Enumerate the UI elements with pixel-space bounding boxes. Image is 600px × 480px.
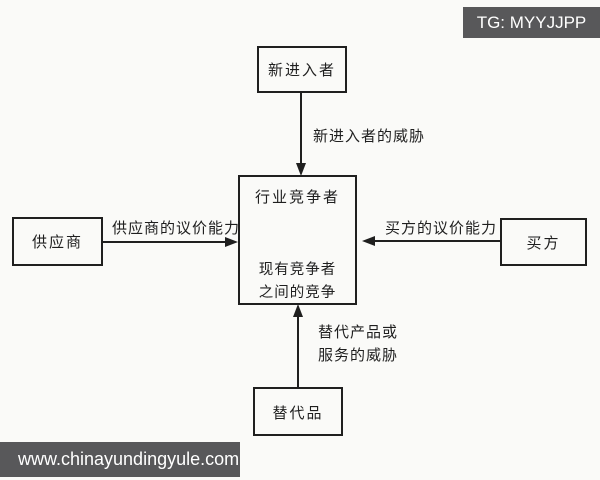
box-new-entrants: 新进入者 bbox=[257, 46, 347, 93]
box-substitutes: 替代品 bbox=[253, 387, 343, 436]
box-suppliers: 供应商 bbox=[12, 217, 103, 266]
box-new-entrants-label: 新进入者 bbox=[267, 63, 336, 79]
telegram-badge-text: TG: MYYJJPP bbox=[476, 12, 587, 32]
box-suppliers-label: 供应商 bbox=[31, 235, 83, 251]
box-industry-caption-line1: 现有竞争者 bbox=[258, 262, 337, 278]
watermark-url-bar: www.chinayundingyule.com bbox=[0, 442, 240, 477]
box-industry-rivals: 行业竞争者 现有竞争者 之间的竞争 bbox=[238, 175, 357, 305]
label-new-entrants-threat: 新进入者的威胁 bbox=[313, 129, 426, 145]
box-substitutes-label: 替代品 bbox=[272, 406, 324, 422]
telegram-badge: TG: MYYJJPP bbox=[463, 7, 600, 38]
watermark-url-text: www.chinayundingyule.com bbox=[18, 449, 240, 469]
box-industry-title: 行业竞争者 bbox=[254, 190, 340, 206]
label-substitute-threat-line1: 替代产品或 bbox=[318, 325, 399, 341]
box-buyers: 买方 bbox=[500, 218, 587, 266]
arrow-suppliers-to-industry bbox=[103, 237, 238, 247]
label-supplier-power: 供应商的议价能力 bbox=[112, 221, 241, 237]
label-substitute-threat: 替代产品或 服务的威胁 bbox=[318, 322, 398, 368]
box-industry-caption-line2: 之间的竞争 bbox=[258, 285, 337, 301]
label-buyer-power: 买方的议价能力 bbox=[385, 221, 498, 237]
arrow-new-entrants-to-industry bbox=[296, 93, 306, 176]
arrow-substitutes-to-industry bbox=[293, 304, 303, 387]
box-buyers-label: 买方 bbox=[526, 235, 561, 252]
label-substitute-threat-line2: 服务的威胁 bbox=[318, 348, 399, 364]
